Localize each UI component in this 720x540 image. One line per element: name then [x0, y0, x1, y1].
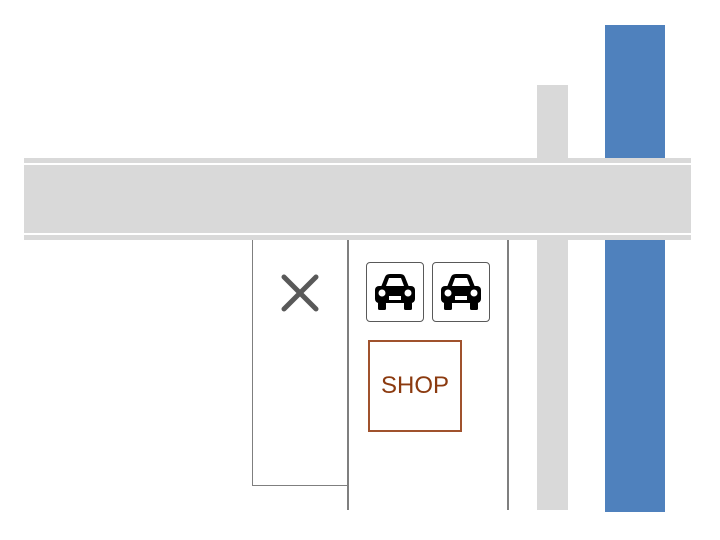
- road-edge-line-bottom: [24, 233, 691, 235]
- parking-sign-2: [432, 262, 490, 322]
- main-road: [24, 158, 691, 240]
- car-icon: [441, 274, 481, 310]
- road-edge-line-top: [24, 163, 691, 165]
- parking-sign-1: [366, 262, 424, 322]
- shop-building: SHOP: [368, 340, 462, 432]
- closed-lot: [252, 240, 349, 486]
- shop-label: SHOP: [380, 372, 449, 399]
- lot-divider-right: [507, 240, 509, 510]
- side-road: [537, 85, 568, 510]
- river: [605, 25, 665, 512]
- cross-icon: [281, 274, 319, 312]
- car-icon: [375, 274, 415, 310]
- lot-divider-left: [347, 240, 349, 510]
